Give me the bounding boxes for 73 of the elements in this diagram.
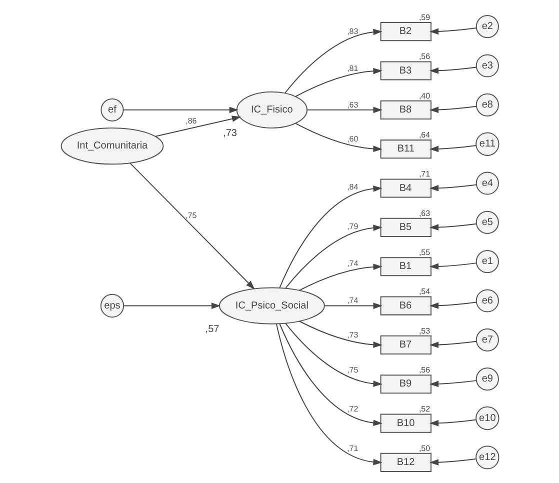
node-label: ,50 (418, 443, 430, 452)
node-label: ,40 (418, 90, 430, 100)
node-circle: e3 (475, 54, 498, 77)
edge-label: ,75 (185, 210, 196, 220)
arrow (429, 418, 476, 426)
node-circle: eps (100, 293, 124, 318)
arrow (284, 28, 382, 93)
edge-label: ,74 (346, 258, 358, 268)
arrow (428, 184, 476, 191)
node-circle: e10 (475, 406, 499, 430)
arrow (428, 458, 476, 465)
node-label: ,71 (418, 169, 430, 178)
node-circle: e2 (475, 14, 498, 38)
arrow (298, 320, 382, 348)
arrow (123, 106, 238, 113)
node-circle: e4 (475, 171, 498, 194)
arrow (123, 302, 220, 308)
node-circle: e12 (475, 445, 499, 469)
arrow (284, 224, 382, 288)
node-label: ,53 (418, 326, 430, 335)
arrow (278, 185, 382, 288)
node-circle: e8 (475, 92, 498, 116)
arrow (284, 322, 382, 386)
arrow (278, 323, 382, 426)
node-circle: e9 (475, 367, 498, 390)
node-circle: e1 (475, 250, 498, 273)
arrow (306, 106, 382, 113)
arrow (428, 27, 476, 34)
node-label: ,64 (418, 130, 430, 139)
node-ellipse: IC_Psico_Social (218, 286, 324, 324)
node-circle: e7 (475, 328, 498, 351)
edge-label: ,83 (346, 26, 358, 36)
edge-label: ,75 (346, 364, 358, 374)
arrow (429, 105, 476, 112)
node-circle: e5 (475, 210, 498, 234)
edge-label: ,84 (346, 182, 358, 192)
node-label: ,57 (204, 323, 219, 334)
arrow (428, 144, 476, 152)
node-label: ,59 (418, 12, 430, 22)
arrow (275, 323, 382, 465)
arrow (428, 262, 476, 270)
node-ellipse: IC_Fisico (236, 90, 308, 128)
arrow (294, 67, 382, 96)
edge-label: ,81 (346, 64, 358, 73)
edge-label: ,63 (346, 100, 358, 109)
edge-label: ,71 (346, 443, 358, 452)
node-label: ,54 (418, 286, 430, 296)
node-ellipse: Int_Comunitaria (60, 127, 164, 164)
arrow (428, 340, 476, 348)
node-label: ,55 (418, 247, 430, 256)
edge-label: ,74 (346, 296, 358, 305)
arrow (324, 302, 382, 308)
arrow (294, 122, 382, 152)
arrow (129, 162, 254, 289)
node-label: ,63 (418, 208, 430, 218)
edge-label: ,60 (346, 134, 358, 143)
node-label: ,73 (222, 128, 236, 139)
arrow (428, 380, 476, 387)
node-label: ,52 (418, 404, 430, 414)
node-circle: e6 (475, 288, 498, 312)
node-label: ,56 (418, 364, 430, 374)
arrow (154, 115, 241, 136)
edge-label: ,79 (346, 221, 358, 230)
arrow (428, 301, 476, 308)
edge-label: ,86 (185, 116, 196, 125)
node-circle: ef (100, 98, 124, 121)
node-circle: e11 (475, 132, 499, 156)
edge-label: ,72 (346, 404, 358, 414)
arrow (429, 222, 476, 230)
edge-label: ,73 (346, 330, 358, 339)
arrow (428, 66, 476, 74)
arrow (298, 263, 382, 290)
node-label: ,56 (418, 52, 430, 61)
